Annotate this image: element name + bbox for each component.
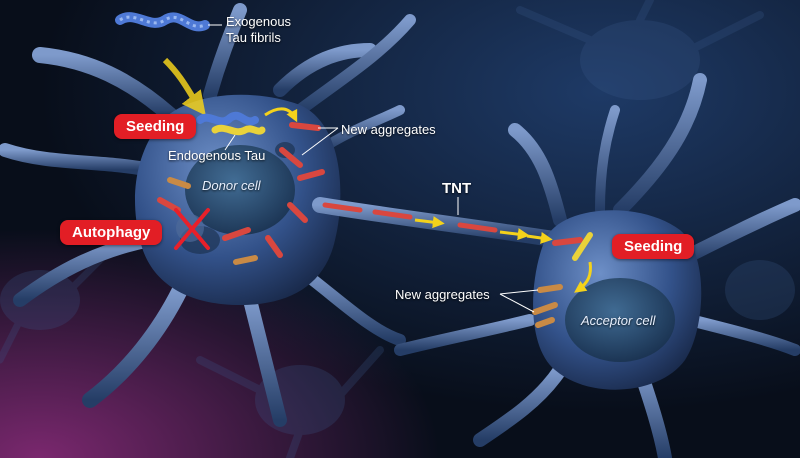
autophagy-blocked-cross-icon — [174, 208, 210, 250]
aggregates-leader-line — [301, 127, 339, 156]
tnt-cargo — [372, 209, 413, 220]
endogenous-tau — [211, 124, 266, 136]
autophagy-badge: Autophagy — [60, 220, 163, 245]
donor-aggregates — [157, 122, 325, 258]
seeding-badge-left: Seeding — [114, 114, 197, 139]
acceptor-nucleus — [565, 278, 675, 362]
acceptor-aggregates-leader-line — [499, 289, 539, 295]
endogenous-tau-label: Endogenous Tau — [168, 148, 266, 163]
exogenous-tau-fibril — [115, 12, 210, 32]
donor-aggregates-orange — [167, 177, 258, 265]
donor-cell-label: Donor cell — [202, 178, 261, 193]
seed-fibril — [196, 111, 259, 126]
acceptor-cell-dendrites — [394, 73, 800, 458]
acceptor-aggregates — [532, 284, 563, 328]
donor-nucleus — [185, 145, 295, 235]
exogenous-label-line2: Tau fibrils — [226, 30, 281, 45]
tnt-arrow — [526, 232, 553, 244]
aggregation-arrow — [264, 107, 298, 123]
tnt-cargo — [457, 222, 498, 233]
new-aggregates-label-top: New aggregates — [341, 122, 436, 137]
tnt-cargo — [322, 202, 363, 213]
acceptor-cell-label: Acceptor cell — [581, 313, 656, 328]
acceptor-seed — [552, 237, 583, 246]
entry-arrow — [162, 57, 206, 116]
exogenous-label: Exogenous Tau fibrils — [226, 14, 291, 46]
acceptor-endogenous-tau — [572, 232, 593, 261]
tnt-arrow — [499, 228, 530, 241]
seeding-badge-right: Seeding — [612, 234, 695, 259]
tnt-arrow — [414, 216, 445, 229]
tnt-label: TNT — [442, 180, 472, 197]
exogenous-label-line1: Exogenous — [226, 14, 292, 29]
acceptor-aggregates-leader-line — [499, 293, 535, 313]
acceptor-seeding-arrow — [574, 261, 592, 293]
endogenous-leader-line — [224, 134, 236, 151]
new-aggregates-label-bottom: New aggregates — [395, 287, 490, 302]
